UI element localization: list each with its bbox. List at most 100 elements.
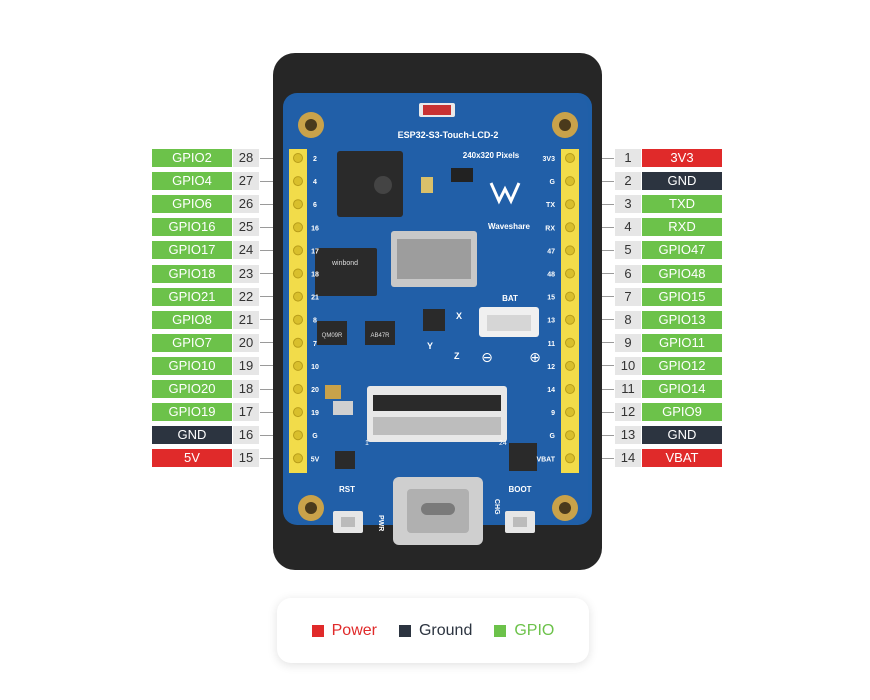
pin-number: 25 <box>233 218 259 237</box>
pin-number: 17 <box>233 403 259 422</box>
pin-number: 4 <box>615 218 641 237</box>
legend-power-label: Power <box>331 621 377 639</box>
battery-minus-icon: ⊖ <box>481 350 493 366</box>
pin-function-label: GND <box>642 172 722 191</box>
power-swatch <box>311 624 324 637</box>
pin-function-label: GPIO10 <box>152 356 232 375</box>
silkscreen-pin-label: 7 <box>313 341 317 348</box>
silkscreen-pin-label: VBAT <box>536 456 555 463</box>
pin-number: 15 <box>233 449 259 468</box>
chg-label: CHG <box>493 499 500 515</box>
pin-function-label: GND <box>152 426 232 445</box>
header-pin <box>293 314 303 325</box>
board-model-text: ESP32-S3-Touch-LCD-2 <box>398 130 499 140</box>
silkscreen-pin-label: 6 <box>313 202 317 209</box>
silkscreen-pin-label: 17 <box>311 248 319 255</box>
pin-function-label: GPIO48 <box>642 264 722 283</box>
axis-x-label: X <box>456 311 462 321</box>
pin-number: 19 <box>233 356 259 375</box>
header-pin <box>565 453 575 464</box>
pin-function-label: GPIO18 <box>152 264 232 283</box>
pin-function-label: 3V3 <box>642 149 722 167</box>
bat-label: BAT <box>502 294 518 303</box>
silkscreen-pin-label: 2 <box>313 156 317 163</box>
pin-function-label: VBAT <box>642 449 722 468</box>
silkscreen-pin-label: 4 <box>313 179 317 186</box>
legend-ground: Ground <box>398 622 472 640</box>
silkscreen-pin-label: 16 <box>311 225 319 232</box>
header-pin <box>293 453 303 464</box>
pin-number: 22 <box>233 287 259 306</box>
silkscreen-pin-label: 18 <box>311 272 319 279</box>
pin-number: 8 <box>615 310 641 329</box>
pin-number: 2 <box>615 172 641 191</box>
header-pin <box>293 199 303 210</box>
pin-function-label: GPIO17 <box>152 241 232 260</box>
silkscreen-pin-label: 20 <box>311 387 319 394</box>
pin-number: 16 <box>233 426 259 445</box>
header-pin <box>565 153 575 163</box>
mounting-hole-bottom-right <box>552 495 578 521</box>
silkscreen-pin-label: 19 <box>311 410 319 417</box>
pin-number: 26 <box>233 195 259 214</box>
header-pin <box>565 176 575 187</box>
silkscreen-pin-label: RX <box>545 225 555 232</box>
pwr-label: PWR <box>377 515 384 531</box>
header-pin <box>293 407 303 418</box>
header-strip <box>561 149 579 473</box>
header-pin <box>565 199 575 210</box>
pin-number: 12 <box>615 403 641 422</box>
pin-function-label: GPIO2 <box>152 149 232 167</box>
header-pin <box>565 360 575 371</box>
pin-function-label: GPIO21 <box>152 287 232 306</box>
silkscreen-pin-label: 11 <box>548 341 556 348</box>
battery-plus-icon: ⊕ <box>529 350 541 366</box>
mounting-hole-top-right <box>552 112 578 138</box>
pin-function-label: GND <box>642 426 722 445</box>
header-pin <box>565 268 575 279</box>
header-pin <box>293 384 303 394</box>
pin-function-label: GPIO19 <box>152 403 232 422</box>
flash-chip <box>315 248 377 296</box>
ground-swatch <box>398 624 411 637</box>
pin-function-label: GPIO12 <box>642 356 722 375</box>
ldo-chip-2 <box>365 321 395 345</box>
silkscreen-pin-label: 47 <box>547 248 555 255</box>
pin-function-label: RXD <box>642 218 722 237</box>
pin-function-label: GPIO13 <box>642 310 722 329</box>
axis-y-label: Y <box>427 341 433 351</box>
header-pin <box>293 176 303 187</box>
header-strip <box>289 149 307 473</box>
header-pin <box>293 268 303 279</box>
header-pin <box>293 153 303 163</box>
pin-number: 21 <box>233 310 259 329</box>
header-pin <box>293 245 303 256</box>
pin-number: 28 <box>233 149 259 167</box>
esp32-chip <box>337 151 403 217</box>
ldo-chip-1-text: QM09R <box>322 333 343 339</box>
pin-function-label: GPIO7 <box>152 333 232 352</box>
pin-number: 13 <box>615 426 641 445</box>
silkscreen-pin-label: 3V3 <box>543 156 556 163</box>
pin-number: 20 <box>233 333 259 352</box>
pin-function-label: GPIO8 <box>152 310 232 329</box>
pin-function-label: GPIO15 <box>642 287 722 306</box>
silkscreen-pin-label: 5V <box>311 456 320 463</box>
silkscreen-pin-label: G <box>550 179 556 186</box>
header-pin <box>565 337 575 348</box>
pin-number: 27 <box>233 172 259 191</box>
header-pin <box>565 291 575 302</box>
